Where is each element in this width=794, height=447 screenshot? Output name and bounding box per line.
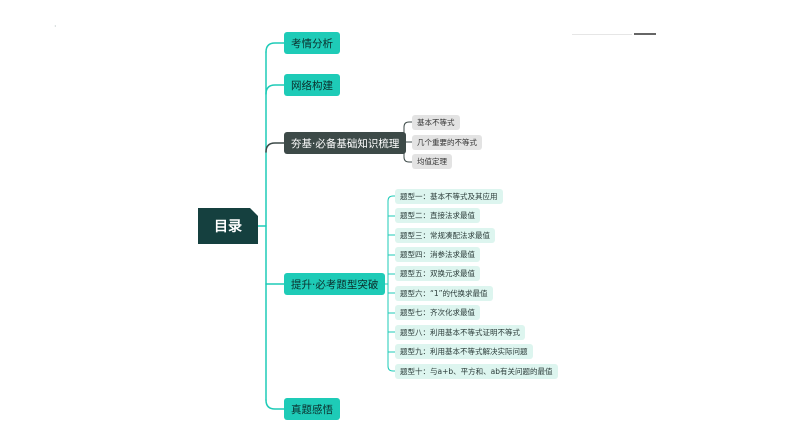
leaf-tisheng-item[interactable]: 题型三：常规凑配法求最值 — [395, 228, 495, 243]
node-zhenti[interactable]: 真题感悟 — [284, 398, 340, 420]
leaf-tisheng-item[interactable]: 题型七：齐次化求最值 — [395, 305, 480, 320]
leaf-tisheng-item[interactable]: 题型五：双换元求最值 — [395, 266, 480, 281]
decorative-line — [572, 34, 632, 35]
connector-hangji — [265, 142, 285, 153]
leaf-tisheng-item[interactable]: 题型八：利用基本不等式证明不等式 — [395, 325, 525, 340]
root-corner-fold — [250, 208, 258, 216]
leaf-hangji-item[interactable]: 均值定理 — [412, 154, 452, 169]
leaf-tisheng-item[interactable]: 题型六：“1”的代换求最值 — [395, 286, 493, 301]
connector-hangji-leaf — [403, 156, 413, 163]
leaf-tisheng-item[interactable]: 题型二：直接法求最值 — [395, 208, 480, 223]
node-kaoqing[interactable]: 考情分析 — [284, 32, 340, 54]
connector-tisheng-leaf — [387, 195, 396, 202]
root-node[interactable]: 目录 — [198, 208, 258, 244]
leaf-tisheng-item[interactable]: 题型四：消参法求最值 — [395, 247, 480, 262]
connector-wangluo — [265, 84, 285, 95]
decorative-dot: · — [54, 22, 57, 31]
node-tisheng[interactable]: 提升·必考题型突破 — [284, 273, 386, 295]
decorative-line-accent — [634, 33, 656, 35]
leaf-tisheng-item[interactable]: 题型一：基本不等式及其应用 — [395, 189, 503, 204]
leaf-tisheng-item[interactable]: 题型十：与a+b、平方和、ab有关问题的最值 — [395, 364, 558, 379]
connector-hangji-leaf — [403, 121, 413, 128]
node-hangji[interactable]: 夯基·必备基础知识梳理 — [284, 132, 407, 154]
leaf-hangji-item[interactable]: 几个重要的不等式 — [412, 135, 482, 150]
leaf-hangji-item[interactable]: 基本不等式 — [412, 115, 460, 130]
leaf-tisheng-item[interactable]: 题型九：利用基本不等式解决实际问题 — [395, 344, 533, 359]
connector-tisheng-leaf — [387, 365, 396, 372]
connector-kaoqing — [265, 42, 285, 53]
connector-zhenti — [265, 399, 285, 410]
node-wangluo[interactable]: 网络构建 — [284, 74, 340, 96]
